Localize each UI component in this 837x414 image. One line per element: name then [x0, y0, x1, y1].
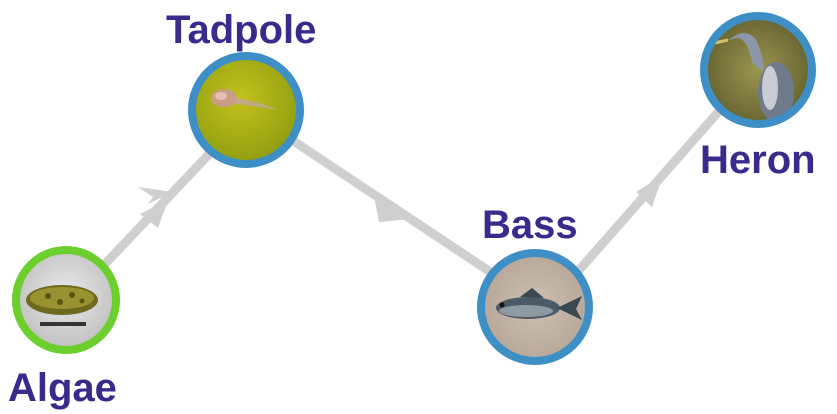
node-label-heron: Heron [700, 140, 816, 180]
edge-tadpole-to-bass [292, 140, 498, 277]
arrow-head-icon [374, 196, 411, 222]
node-bass [481, 253, 589, 361]
node-label-tadpole: Tadpole [166, 10, 316, 50]
node-tadpole [192, 56, 300, 164]
edge-bass-to-heron [573, 110, 720, 277]
node-heron [704, 16, 812, 124]
node-algae [16, 250, 116, 350]
node-label-algae: Algae [8, 368, 117, 408]
edge-algae-to-tadpole [104, 150, 213, 265]
node-label-bass: Bass [482, 205, 578, 245]
